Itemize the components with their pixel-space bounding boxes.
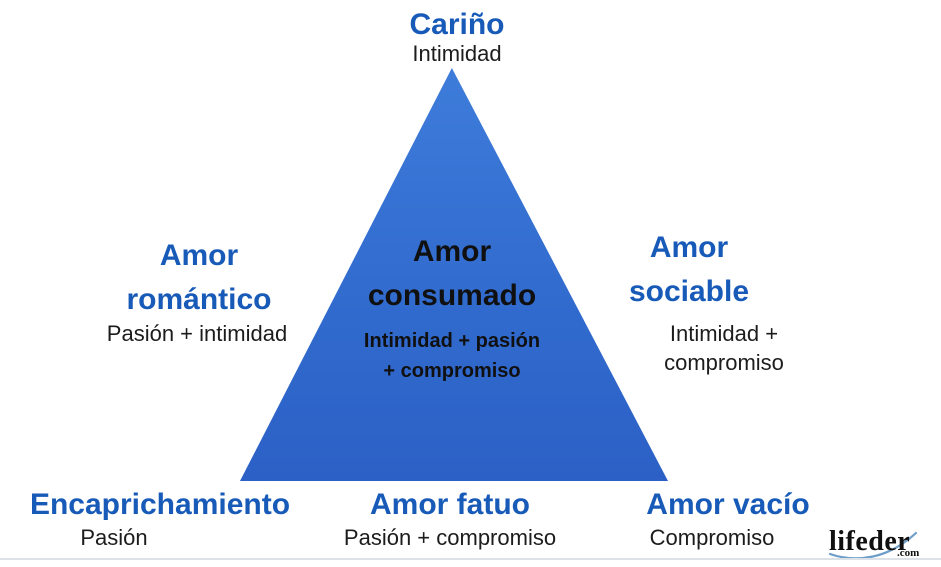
- label-amor-consumado-title: Amor consumado: [367, 235, 537, 312]
- label-carino-subtitle: Intimidad: [412, 41, 502, 66]
- label-amor-sociable-title: Amor sociable: [628, 231, 750, 308]
- label-amor-consumado-subtitle: Intimidad + pasión + compromiso: [363, 330, 541, 382]
- label-amor-fatuo-title: Amor fatuo: [370, 488, 530, 521]
- lifeder-logo-tld: .com: [897, 547, 920, 559]
- lifeder-logo-text: lifeder: [829, 526, 911, 557]
- label-amor-romantico-title: Amor romántico: [126, 239, 272, 316]
- label-carino-title: Cariño: [409, 8, 505, 41]
- lifeder-swoosh-icon: [828, 531, 918, 560]
- label-encaprichamiento-subtitle: Pasión: [80, 525, 148, 550]
- label-encaprichamiento-title: Encaprichamiento: [29, 488, 291, 521]
- label-amor-sociable-subtitle: Intimidad + compromiso: [664, 321, 784, 375]
- lifeder-logo: lifeder .com: [826, 526, 930, 564]
- bottom-divider-line: [0, 558, 941, 560]
- label-amor-vacio-subtitle: Compromiso: [649, 525, 775, 550]
- label-amor-fatuo-subtitle: Pasión + compromiso: [343, 525, 557, 550]
- label-amor-romantico-subtitle: Pasión + intimidad: [106, 321, 288, 346]
- label-amor-vacio-title: Amor vacío: [646, 488, 810, 521]
